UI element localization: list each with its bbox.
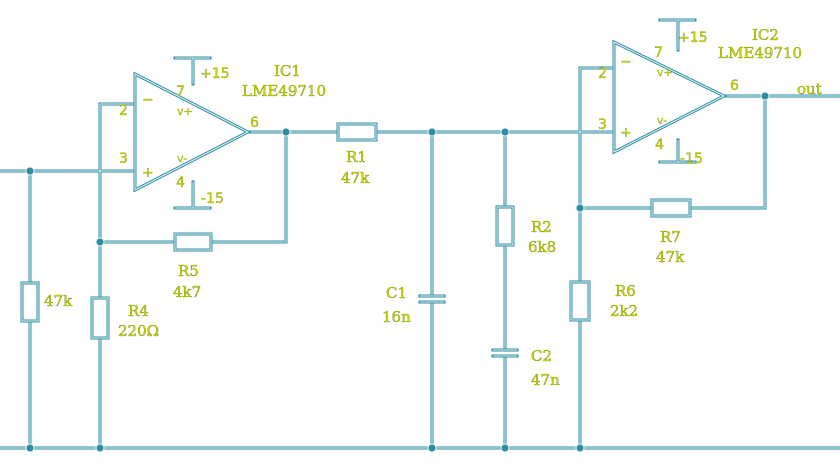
junction-dot	[95, 237, 105, 247]
ic2-supply-pos: +15	[678, 30, 708, 46]
ic2-pin-out: 6	[730, 78, 739, 94]
junction-dot	[281, 127, 291, 137]
r2-name: R2	[531, 218, 552, 236]
ic2-pin-inv: 2	[598, 66, 607, 82]
ic2-plus-symbol: +	[620, 125, 632, 141]
r7-value: 47k	[656, 248, 685, 266]
junction-dot	[760, 91, 770, 101]
capacitor-c1: C1 16n	[382, 284, 446, 326]
ic1-pin-vpos: 7	[176, 84, 185, 100]
ic1-minus-symbol: −	[142, 92, 154, 108]
ic2-supply-neg: -15	[680, 151, 703, 167]
ic1-plus-symbol: +	[142, 165, 154, 181]
ic2-name: IC2	[752, 26, 779, 44]
r5-value: 4k7	[173, 283, 201, 301]
r2-value: 6k8	[528, 238, 556, 256]
ic2-pin-noninv: 3	[598, 117, 607, 133]
c2-value: 47n	[531, 371, 560, 389]
ic2-minus-symbol: −	[620, 54, 632, 70]
ic1-part: LME49710	[242, 82, 326, 100]
junction-dot	[427, 443, 437, 453]
c1-name: C1	[386, 284, 407, 302]
resistor-rin: 47k	[20, 281, 73, 323]
net-label-out: out	[797, 80, 822, 98]
ic2-vpos-symbol: v+	[657, 66, 673, 79]
r6-name: R6	[615, 282, 636, 300]
junction-dot	[25, 166, 35, 176]
ic1-pin-vneg: 4	[176, 175, 185, 191]
ic2-vneg-symbol: v-	[657, 114, 667, 127]
junctions	[25, 91, 770, 453]
r6-value: 2k2	[610, 302, 638, 320]
resistor-r7: R7 47k	[650, 198, 692, 266]
c2-name: C2	[531, 347, 552, 365]
r4-value: 220Ω	[118, 322, 159, 340]
r7-name: R7	[660, 228, 681, 246]
ic1-supply-pos: +15	[200, 66, 230, 82]
opamp-ic1: IC1 LME49710 2 3 6 7 4 +15 -15 v+ v- − +	[119, 62, 326, 207]
junction-dot	[500, 443, 510, 453]
rin-value: 47k	[44, 292, 73, 310]
r1-name: R1	[346, 148, 367, 166]
ic2-pin-vneg: 4	[655, 137, 664, 153]
opamp-ic2: IC2 LME49710 2 3 6 7 4 +15 -15 v+ v- − +	[598, 26, 802, 167]
junction-dot	[575, 443, 585, 453]
r4-name: R4	[128, 302, 149, 320]
ic1-pin-noninv: 3	[119, 151, 128, 167]
r1-value: 47k	[341, 169, 370, 187]
ic2-pin-vpos: 7	[654, 45, 663, 61]
ic1-supply-neg: -15	[201, 191, 224, 207]
junction-dot	[95, 443, 105, 453]
ic1-pin-out: 6	[250, 115, 259, 131]
r5-name: R5	[178, 262, 199, 280]
c1-value: 16n	[382, 308, 411, 326]
ic1-name: IC1	[274, 62, 301, 80]
resistor-r1: R1 47k	[336, 122, 378, 187]
ic1-vpos-symbol: v+	[177, 105, 193, 118]
ic1-vneg-symbol: v-	[177, 152, 187, 165]
resistor-r5: R5 4k7	[173, 232, 213, 301]
resistor-r6: R6 2k2	[569, 280, 638, 322]
wires	[0, 18, 840, 450]
junction-dot	[427, 127, 437, 137]
ic1-pin-inv: 2	[119, 103, 128, 119]
ic2-part: LME49710	[718, 44, 802, 62]
resistor-r2: R2 6k8	[495, 205, 556, 256]
junction-dot	[25, 443, 35, 453]
junction-dot	[500, 127, 510, 137]
resistor-r4: R4 220Ω	[90, 296, 159, 340]
junction-dot	[575, 203, 585, 213]
capacitor-c2: C2 47n	[491, 347, 560, 389]
